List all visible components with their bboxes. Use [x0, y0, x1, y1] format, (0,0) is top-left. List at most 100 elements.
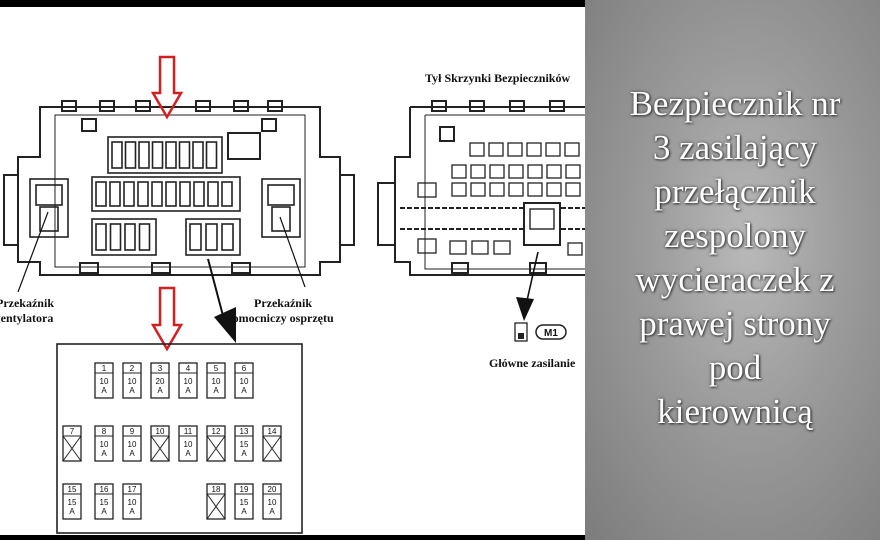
- fuse-amperage: 10: [184, 377, 193, 386]
- fuse-unit: A: [241, 507, 247, 516]
- fuse-unit: A: [69, 507, 75, 516]
- fuse-box-diagram: Przekaźnik wentylatora Przekaźnik pomocn…: [0, 7, 585, 535]
- fuse-number: 10: [156, 427, 165, 436]
- fuse-unit: A: [185, 449, 191, 458]
- main-power-label: Główne zasilanie: [489, 356, 576, 370]
- fuse-box-drawing: Przekaźnik wentylatora Przekaźnik pomocn…: [0, 55, 585, 534]
- fuse-box-front-fuses: [91, 136, 241, 256]
- rear-view-title: Tył Skrzynki Bezpieczników: [425, 71, 570, 85]
- caption-panel: Bezpiecznik nr 3 zasilający przełącznik zes…: [585, 0, 880, 540]
- fuse-number: 1: [102, 364, 107, 373]
- fuse-unit: A: [129, 449, 135, 458]
- caption-line: kierownicą: [657, 392, 813, 431]
- fuse-unit: A: [157, 386, 163, 395]
- aux-relay-leader: [279, 216, 306, 288]
- fuse-unit: A: [185, 386, 191, 395]
- fuse-number: 7: [70, 427, 75, 436]
- fuse-unit: A: [241, 449, 247, 458]
- fan-relay-leader: [17, 211, 49, 293]
- fuse-unit: A: [129, 507, 135, 516]
- fuse-number: 15: [68, 485, 77, 494]
- fuse-unit: A: [101, 386, 107, 395]
- fuse-amperage: 10: [128, 498, 137, 507]
- red-arrow-top: [150, 55, 184, 120]
- black-arrow-head: [214, 307, 236, 343]
- fuse-cell-7: 7: [62, 425, 82, 462]
- caption-line: przełącznik: [654, 172, 816, 211]
- fuse-box-front-outline: [3, 100, 355, 276]
- fuse-box-rear-outline: [377, 100, 585, 276]
- fuse-number: 20: [268, 485, 277, 494]
- fuse-cell-6: 6 10A: [234, 362, 254, 399]
- fuse-amperage: 10: [212, 377, 221, 386]
- fuse-number: 13: [240, 427, 249, 436]
- fuse-cell-3: 3 20A: [150, 362, 170, 399]
- fuse-amperage: 15: [240, 498, 249, 507]
- fuse-amperage: 10: [184, 440, 193, 449]
- fuse-amperage: 10: [240, 377, 249, 386]
- fuse-unit: A: [101, 507, 107, 516]
- fuse-cell-12: 12: [206, 425, 226, 462]
- caption-line: pod: [708, 348, 762, 387]
- fan-relay-label-1: Przekaźnik: [0, 296, 54, 310]
- fuse-cell-13: 13 15A: [234, 425, 254, 462]
- fuse-number: 4: [186, 364, 191, 373]
- aux-relay-label-2: pomocniczy osprzętu: [226, 311, 334, 325]
- fuse-cell-2: 2 10A: [122, 362, 142, 399]
- fuse-number: 11: [184, 427, 193, 436]
- caption-line: Bezpiecznik nr: [629, 84, 841, 123]
- caption-text: Bezpiecznik nr 3 zasilający przełącznik zes…: [585, 82, 880, 434]
- fuse-amperage: 20: [156, 377, 165, 386]
- fuse-amperage: 10: [100, 377, 109, 386]
- m1-legend: M1: [514, 322, 567, 342]
- fuse-unit: A: [101, 449, 107, 458]
- fuse-detail-frame: [56, 343, 303, 534]
- fuse-amperage: 15: [68, 498, 77, 507]
- caption-line: zespolony: [664, 216, 806, 255]
- fuse-amperage: 10: [268, 498, 277, 507]
- fuse-number: 18: [212, 485, 221, 494]
- fuse-cell-10: 10: [150, 425, 170, 462]
- aux-relay-label-1: Przekaźnik: [254, 296, 312, 310]
- fuse-cell-17: 17 10A: [122, 483, 142, 520]
- fuse-number: 14: [268, 427, 277, 436]
- fuse-unit: A: [129, 386, 135, 395]
- fuse-number: 5: [214, 364, 219, 373]
- red-arrow-bottom: [150, 286, 184, 352]
- fuse-amperage: 10: [100, 440, 109, 449]
- caption-line: wycieraczek z: [635, 260, 835, 299]
- fuse-number: 6: [242, 364, 247, 373]
- fuse-number: 9: [130, 427, 135, 436]
- fuse-number: 2: [130, 364, 135, 373]
- fuse-cell-4: 4 10A: [178, 362, 198, 399]
- aux-relay-right: [261, 178, 301, 238]
- fuse-cell-1: 1 10A: [94, 362, 114, 399]
- fuse-number: 3: [158, 364, 163, 373]
- fuse-box-rear-sockets: [417, 142, 583, 256]
- fuse-amperage: 15: [240, 440, 249, 449]
- caption-line: prawej strony: [639, 304, 831, 343]
- fuse-number: 12: [212, 427, 221, 436]
- fuse-cell-14: 14: [262, 425, 282, 462]
- fuse-number: 16: [100, 485, 109, 494]
- main-power-connector-inner: [529, 208, 555, 230]
- fuse-cell-16: 16 15A: [94, 483, 114, 520]
- m1-label: M1: [544, 328, 558, 339]
- fuse-amperage: 15: [100, 498, 109, 507]
- main-power-leader: [525, 251, 539, 306]
- caption-line: 3 zasilający: [652, 128, 818, 167]
- fuse-unit: A: [241, 386, 247, 395]
- fan-relay-label-2: wentylatora: [0, 311, 53, 325]
- fuse-cell-11: 11 10A: [178, 425, 198, 462]
- main-power-arrow-head: [516, 297, 534, 321]
- fuse-unit: A: [269, 507, 275, 516]
- fuse-amperage: 10: [128, 377, 137, 386]
- fuse-number: 17: [128, 485, 137, 494]
